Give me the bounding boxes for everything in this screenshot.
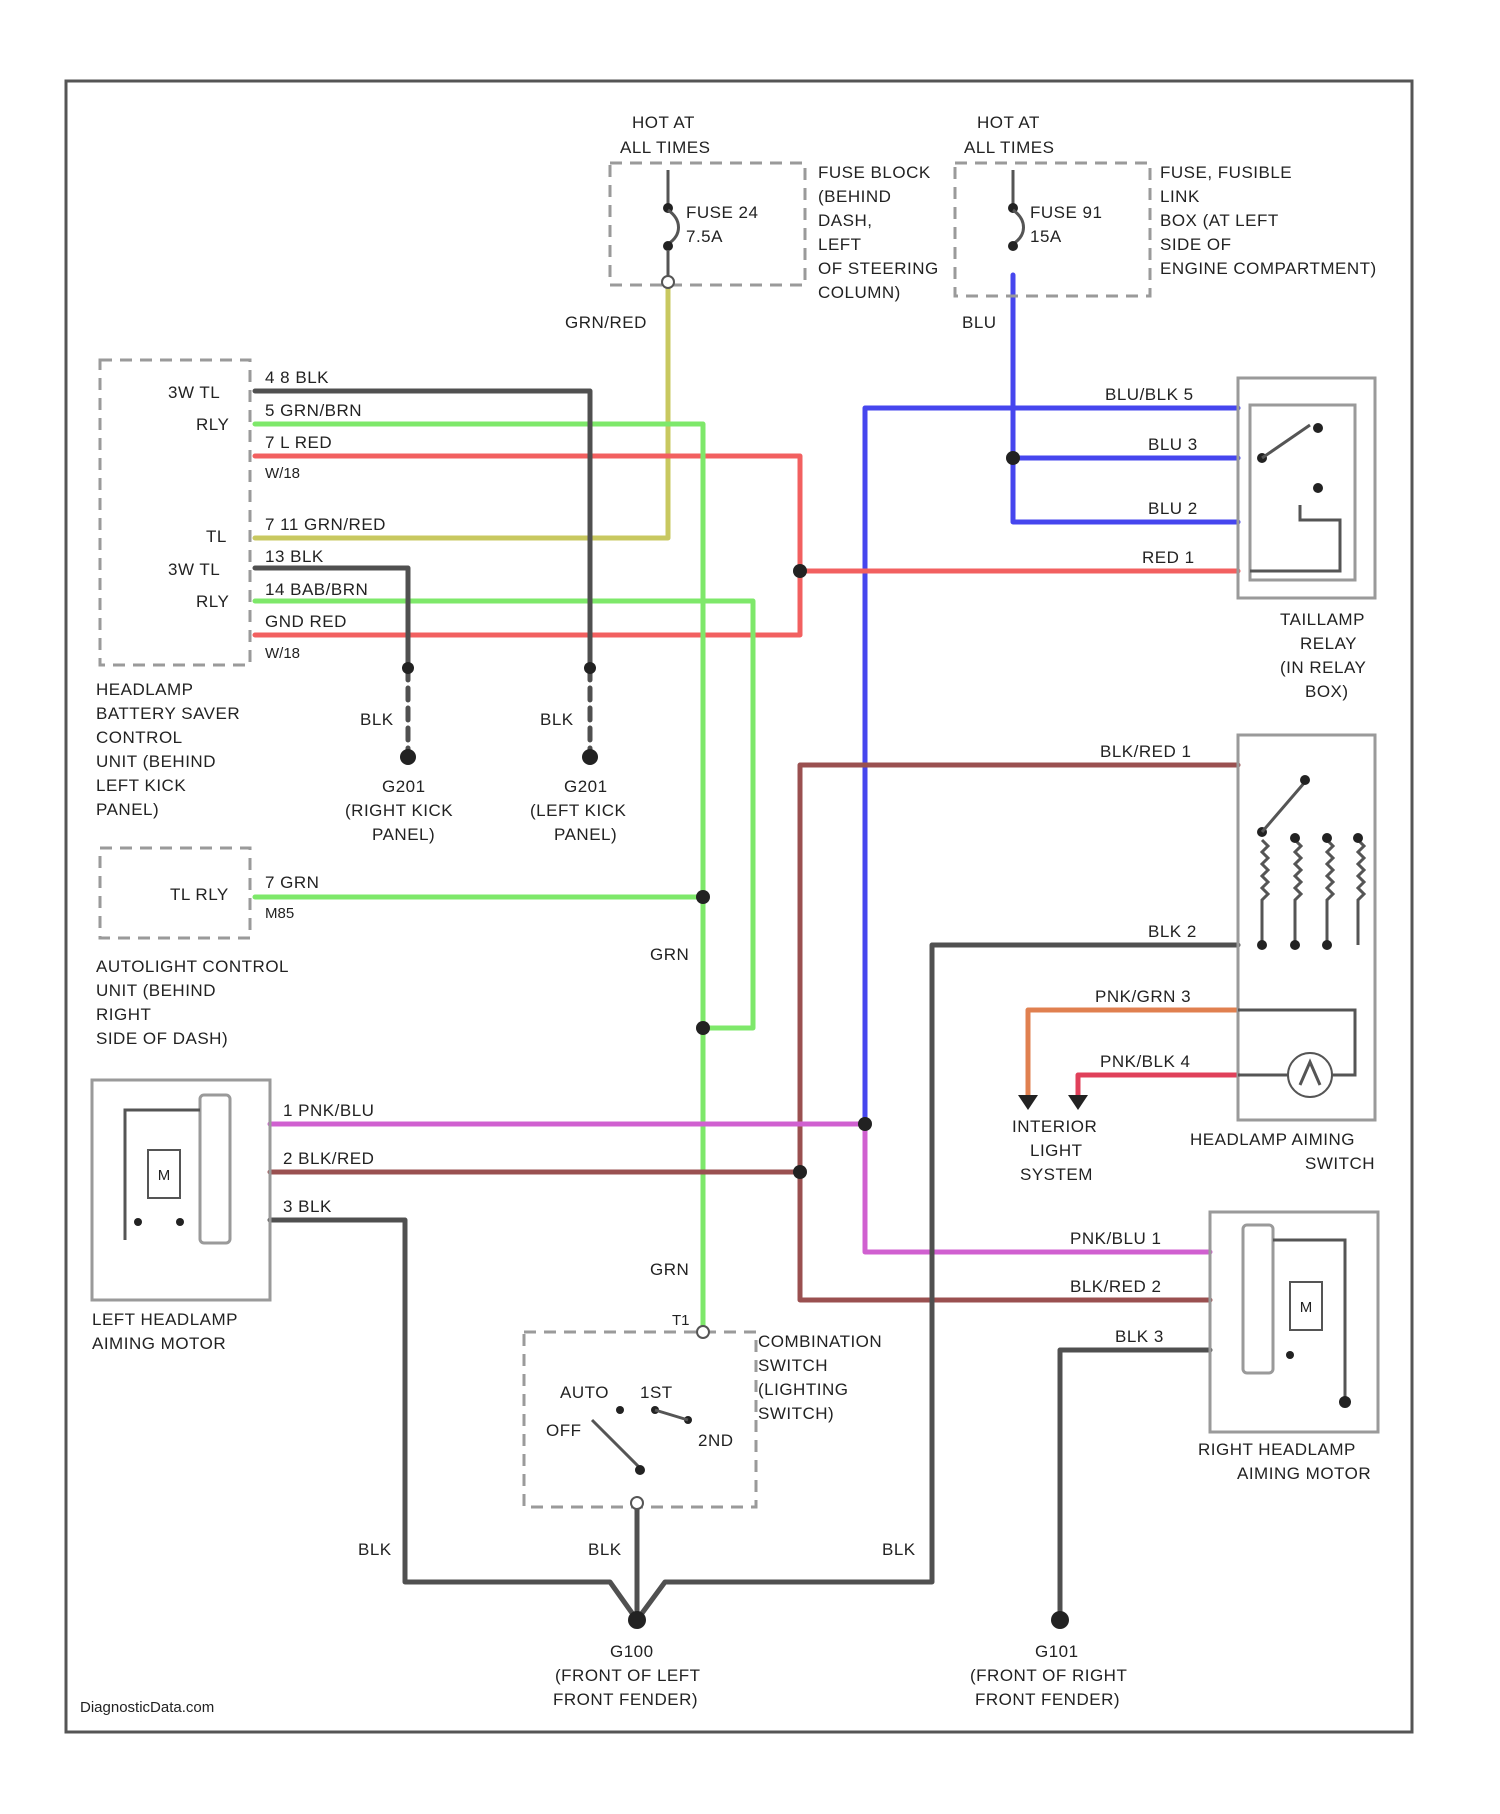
label-bsc-2: 5 GRN/BRN — [265, 401, 362, 420]
label-grn-low: GRN — [650, 1260, 689, 1279]
taillamp-relay-label: TAILLAMP RELAY (IN RELAY BOX) — [1280, 610, 1371, 701]
combo-switch-label: COMBINATION SWITCH (LIGHTING SWITCH) — [758, 1332, 887, 1423]
combination-switch — [524, 1326, 756, 1509]
label-bsc-7: GND RED — [265, 612, 347, 631]
taillamp-relay — [1238, 378, 1375, 598]
label-bsc-3: 7 L RED — [265, 433, 332, 452]
wire-red-1 — [255, 456, 800, 635]
label-grn-mid: GRN — [650, 945, 689, 964]
label-bsc-1: 4 8 BLK — [265, 368, 329, 387]
label-lm-2: 2 BLK/RED — [283, 1149, 374, 1168]
label-lm-3: 3 BLK — [283, 1197, 332, 1216]
label-autolight-wire: 7 GRN — [265, 873, 319, 892]
bsc-pin-1: 3W TL — [168, 383, 220, 402]
fuse-block-label: FUSE BLOCK (BEHIND DASH, LEFT OF STEERIN… — [818, 163, 944, 302]
g201-right-label: G201 (RIGHT KICK PANEL) — [345, 777, 458, 844]
label-lm-1: 1 PNK/BLU — [283, 1101, 374, 1120]
label-as-1: BLK/RED 1 — [1100, 742, 1191, 761]
label-blk-left-kick: BLK — [540, 710, 574, 729]
label-bsc-7-conn: W/18 — [265, 645, 300, 662]
interior-light-label: INTERIOR LIGHT SYSTEM — [1012, 1117, 1102, 1184]
ground-g101 — [1051, 1611, 1069, 1629]
splice-grn-autolight — [696, 890, 710, 904]
label-as-2: BLK 2 — [1148, 922, 1197, 941]
left-motor-symbol: M — [158, 1167, 171, 1184]
aiming-switch-label: HEADLAMP AIMING SWITCH — [1190, 1130, 1375, 1173]
splice-grn-low — [696, 1021, 710, 1035]
combo-pos-auto: AUTO — [560, 1383, 609, 1402]
ground-g100 — [628, 1611, 646, 1629]
label-bsc-3-conn: W/18 — [265, 465, 300, 482]
watermark: DiagnosticData.com — [80, 1699, 214, 1716]
combo-pin: T1 — [672, 1312, 690, 1329]
interior-light-arrow-1 — [1018, 1095, 1038, 1110]
wire-pnk-blk — [1078, 1075, 1238, 1097]
fusible-box-label: FUSE, FUSIBLE LINK BOX (AT LEFT SIDE OF … — [1160, 163, 1377, 278]
label-tr-1: RED 1 — [1142, 548, 1195, 567]
label-tr-3: BLU 3 — [1148, 435, 1198, 454]
right-motor-symbol: M — [1300, 1299, 1313, 1316]
label-blk-right-kick: BLK — [360, 710, 394, 729]
combo-pos-off: OFF — [546, 1421, 582, 1440]
battery-saver-label: HEADLAMP BATTERY SAVER CONTROL UNIT (BEH… — [96, 680, 245, 819]
right-motor-label: RIGHT HEADLAMP AIMING MOTOR — [1198, 1440, 1371, 1483]
ground-g201-right — [400, 749, 416, 765]
splice-pnk-blu — [858, 1117, 872, 1131]
label-tr-5: BLU/BLK 5 — [1105, 385, 1194, 404]
wire-blk-right-motor — [1060, 1350, 1210, 1620]
label-bsc-5: 13 BLK — [265, 547, 324, 566]
label-as-3: PNK/GRN 3 — [1095, 987, 1191, 1006]
splices — [400, 451, 1069, 1629]
label-grn-red-top: GRN/RED — [565, 313, 647, 332]
autolight-pin: TL RLY — [170, 885, 229, 904]
g201-left-label: G201 (LEFT KICK PANEL) — [530, 777, 632, 844]
label-autolight-conn: M85 — [265, 905, 294, 922]
combo-pos-1st: 1ST — [640, 1383, 673, 1402]
bsc-pin-5: RLY — [196, 592, 229, 611]
splice-kick-right — [402, 662, 414, 674]
right-aiming-motor: M — [1210, 1212, 1378, 1432]
label-blu-top: BLU — [962, 313, 997, 332]
battery-saver-unit-box — [100, 360, 250, 665]
wire-blk-left-motor — [270, 1220, 637, 1620]
bsc-pin-2: RLY — [196, 415, 229, 434]
label-rm-2: BLK/RED 2 — [1070, 1277, 1161, 1296]
g100-label: G100 (FRONT OF LEFT FRONT FENDER) — [553, 1642, 705, 1709]
label-blk-g100-mid: BLK — [588, 1540, 622, 1559]
label-blk-g100-left: BLK — [358, 1540, 392, 1559]
label-bsc-4: 7 11 GRN/RED — [265, 515, 386, 534]
combo-pos-2nd: 2ND — [698, 1431, 734, 1450]
ground-g201-left — [582, 749, 598, 765]
splice-blk-red — [793, 1165, 807, 1179]
left-aiming-motor: M — [92, 1080, 270, 1300]
fuse-block — [610, 163, 805, 288]
interior-light-arrow-2 — [1068, 1095, 1088, 1110]
splice-blu — [1006, 451, 1020, 465]
label-as-4: PNK/BLK 4 — [1100, 1052, 1191, 1071]
label-rm-3: BLK 3 — [1115, 1327, 1164, 1346]
splice-kick-left — [584, 662, 596, 674]
bsc-pin-3: TL — [206, 527, 227, 546]
left-motor-label: LEFT HEADLAMP AIMING MOTOR — [92, 1310, 243, 1353]
label-tr-2: BLU 2 — [1148, 499, 1198, 518]
g101-label: G101 (FRONT OF RIGHT FRONT FENDER) — [970, 1642, 1132, 1709]
label-blk-g100-right: BLK — [882, 1540, 916, 1559]
splice-red — [793, 564, 807, 578]
wires — [255, 275, 1238, 1620]
label-rm-1: PNK/BLU 1 — [1070, 1229, 1161, 1248]
bsc-pin-4: 3W TL — [168, 560, 220, 579]
label-bsc-6: 14 BAB/BRN — [265, 580, 368, 599]
autolight-label: AUTOLIGHT CONTROL UNIT (BEHIND RIGHT SID… — [96, 957, 294, 1048]
